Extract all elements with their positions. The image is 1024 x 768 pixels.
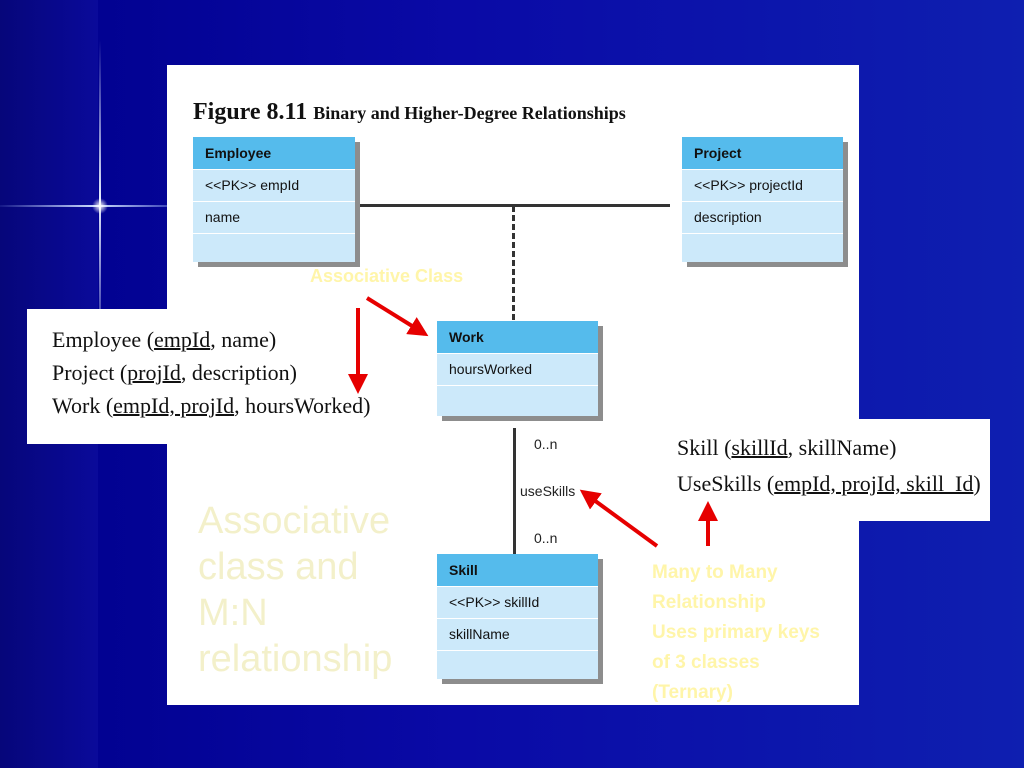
schema-text: Skill ( <box>677 435 732 460</box>
arrow-to-work <box>365 296 429 337</box>
ternary-note: Many to Many Relationship Uses primary k… <box>652 558 820 708</box>
schema-text: , description) <box>180 360 298 385</box>
note-line: Uses primary keys <box>652 622 820 643</box>
entity-skill-attr: <<PK>> skillId <box>437 587 598 619</box>
entity-employee-attr: name <box>193 202 355 234</box>
schema-text: UseSkills ( <box>677 471 775 496</box>
schema-text: , hoursWorked) <box>234 393 371 418</box>
figure-caption: Binary and Higher-Degree Relationships <box>313 103 626 123</box>
note-line: (Ternary) <box>652 682 733 703</box>
arrow-to-useskills <box>579 489 659 548</box>
multiplicity-bottom: 0..n <box>534 530 558 546</box>
schema-project: Project (projId, description) <box>52 360 297 386</box>
schema-useskills: UseSkills (empId, projId, skill_Id) <box>677 471 981 497</box>
multiplicity-top: 0..n <box>534 436 558 452</box>
schema-text: , name) <box>210 327 277 352</box>
schema-text: Employee ( <box>52 327 155 352</box>
employee-project-association-line <box>355 204 670 207</box>
schema-box-right: Skill (skillId, skillName) UseSkills (em… <box>652 419 990 521</box>
schema-skill: Skill (skillId, skillName) <box>677 435 896 461</box>
entity-project-name: Project <box>682 137 843 170</box>
schema-key: projId <box>127 360 181 385</box>
decorative-horizontal-line <box>0 205 175 207</box>
note-line: relationship <box>198 638 393 680</box>
schema-work: Work (empId, projId, hoursWorked) <box>52 393 370 419</box>
entity-work-attr: hoursWorked <box>437 354 598 386</box>
associative-class-note: Associative Class <box>310 266 464 286</box>
relationship-name: useSkills <box>520 483 576 499</box>
entity-employee-attr: <<PK>> empId <box>193 170 355 202</box>
associative-mn-note: Associative class and M:N relationship <box>198 498 392 682</box>
entity-skill: Skill <<PK>> skillId skillName <box>437 554 598 679</box>
entity-project-attr: description <box>682 202 843 234</box>
figure-number: Figure 8.11 <box>193 99 308 125</box>
note-line: class and <box>198 546 359 588</box>
associative-dashed-line <box>512 206 515 320</box>
entity-skill-name: Skill <box>437 554 598 587</box>
schema-key: empId, projId, skill_Id <box>774 471 974 496</box>
entity-skill-attr: skillName <box>437 619 598 651</box>
entity-work: Work hoursWorked <box>437 321 598 416</box>
schema-text: Work ( <box>52 393 114 418</box>
schema-key: empId, projId <box>113 393 235 418</box>
entity-employee-name: Employee <box>193 137 355 170</box>
schema-text: , skillName) <box>787 435 897 460</box>
entity-project: Project <<PK>> projectId description <box>682 137 843 262</box>
schema-text: Project ( <box>52 360 128 385</box>
work-skill-line <box>513 428 516 554</box>
schema-key: empId <box>154 327 211 352</box>
schema-text: ) <box>973 471 981 496</box>
schema-employee: Employee (empId, name) <box>52 327 276 353</box>
schema-key: skillId <box>731 435 788 460</box>
note-line: Associative <box>198 500 391 542</box>
sparkle-icon <box>92 198 108 214</box>
note-line: of 3 classes <box>652 652 760 673</box>
entity-employee: Employee <<PK>> empId name <box>193 137 355 262</box>
entity-work-name: Work <box>437 321 598 354</box>
note-line: Relationship <box>652 592 767 613</box>
note-line: Many to Many <box>652 562 778 583</box>
entity-project-attr: <<PK>> projectId <box>682 170 843 202</box>
note-line: M:N <box>198 592 268 634</box>
